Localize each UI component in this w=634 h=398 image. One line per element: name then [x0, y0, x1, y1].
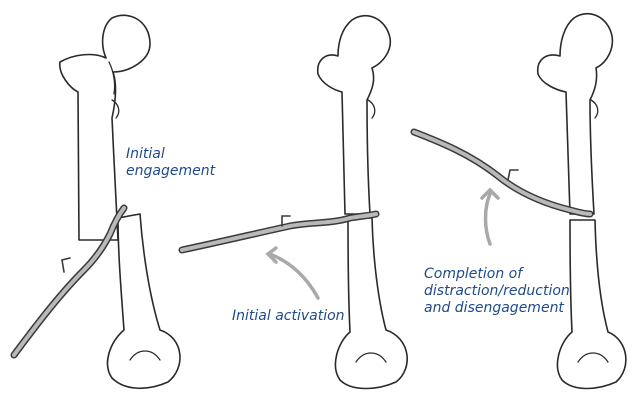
proximal-femur-3: [538, 14, 613, 214]
lesser-trochanter-2: [368, 100, 375, 118]
distal-femur-2: [335, 218, 407, 389]
panel-initial-activation: [182, 16, 407, 389]
activation-arrow: [270, 254, 318, 298]
proximal-femur-1: [60, 15, 150, 240]
lesser-trochanter-3: [591, 100, 598, 118]
panel-initial-engagement: [14, 15, 180, 388]
label-initial-activation: Initial activation: [232, 308, 345, 325]
panel-completion: [414, 14, 626, 389]
device-hook-3: [508, 170, 518, 180]
proximal-femur-2: [318, 16, 391, 214]
label-initial-engagement: Initial engagement: [126, 146, 215, 180]
completion-arrow: [486, 194, 491, 244]
device-hook-1: [62, 258, 70, 272]
label-completion: Completion of distraction/reduction and …: [424, 266, 570, 317]
distal-femur-1: [108, 214, 180, 388]
